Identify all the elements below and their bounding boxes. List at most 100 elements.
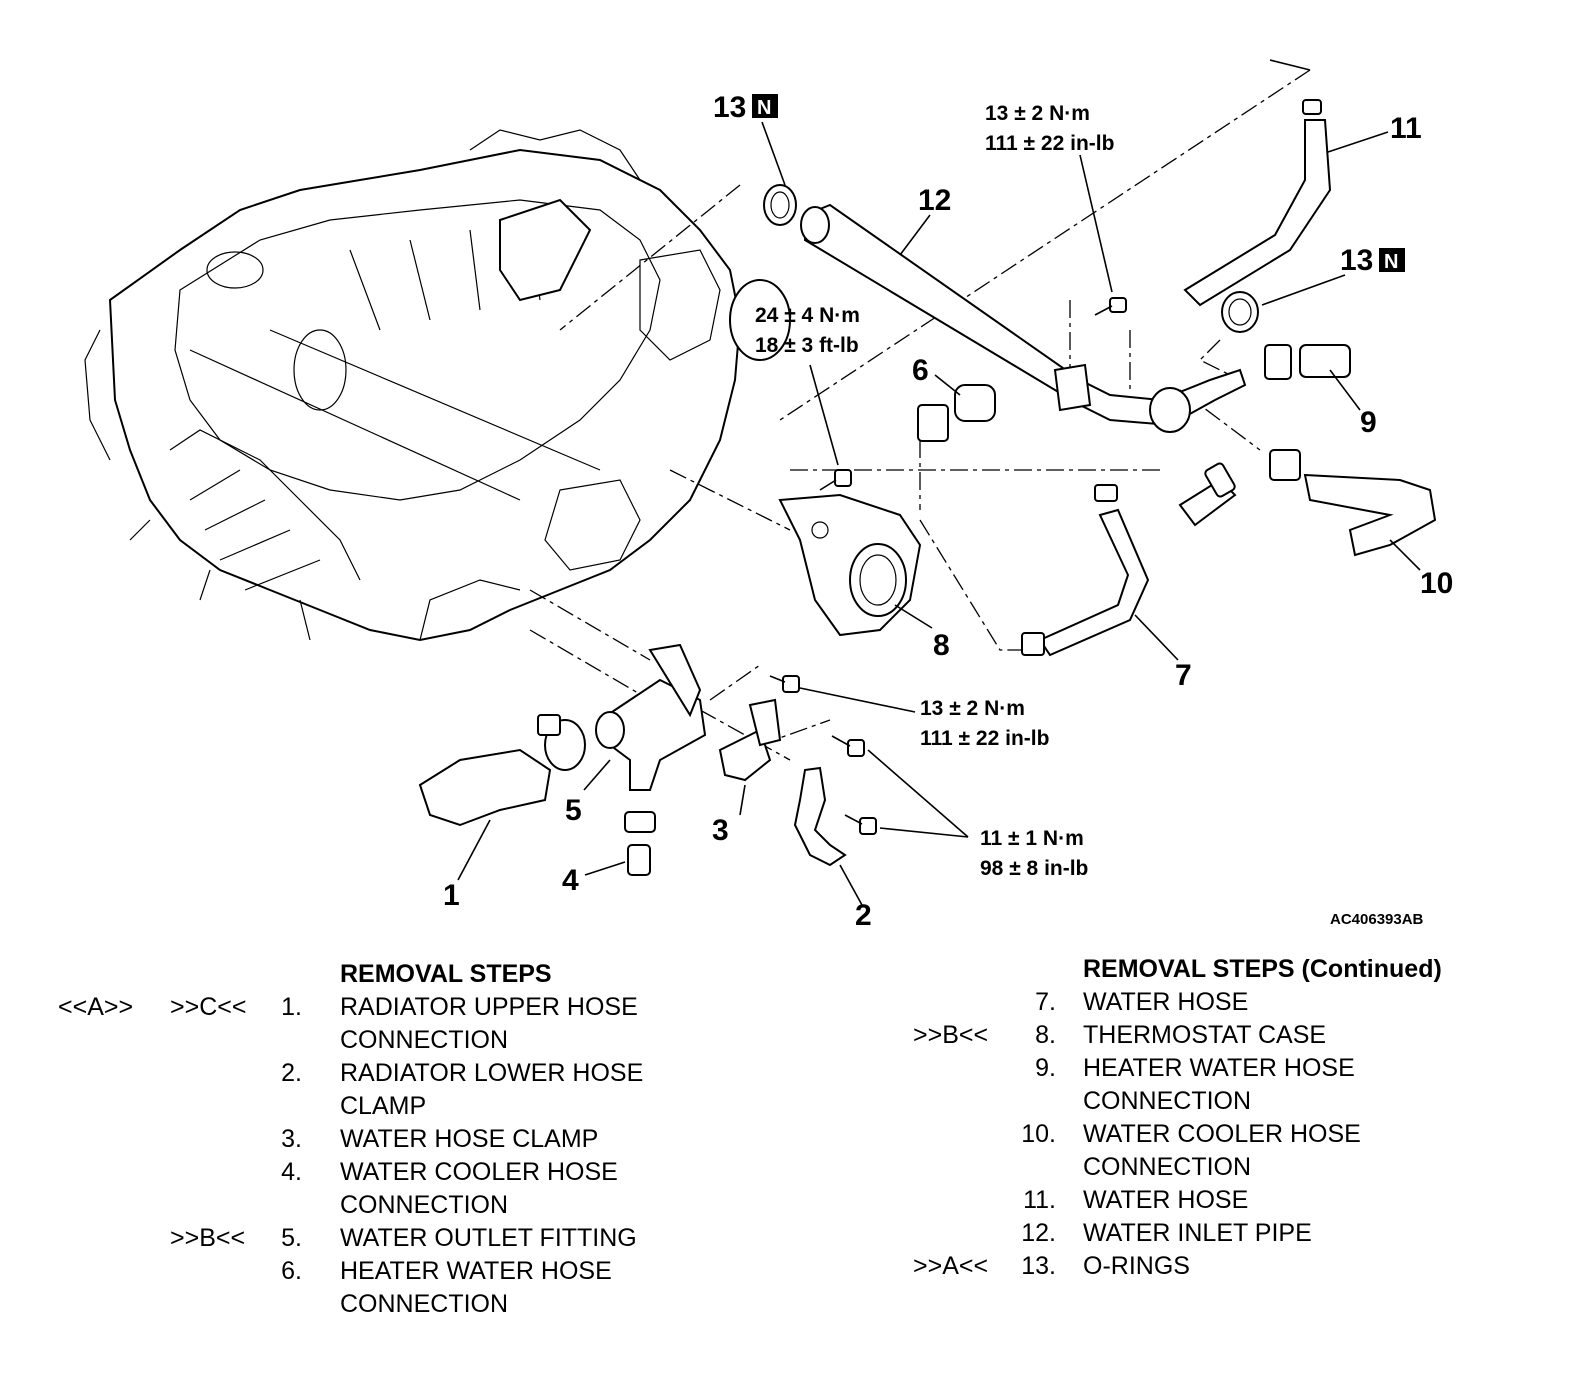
step-number: 1. — [281, 993, 302, 1021]
water-cooler-hose-10 — [1269, 449, 1437, 557]
label-part-13-upper: 13 — [713, 91, 746, 124]
step-text: WATER COOLER HOSE — [1083, 1120, 1361, 1148]
heater-hose-9 — [1264, 344, 1351, 380]
thermostat-case — [778, 493, 922, 637]
figure-id: AC406393AB — [1330, 911, 1424, 928]
removal-step-row: CONNECTION — [780, 1151, 1580, 1184]
removal-steps-continued-heading: REMOVAL STEPS (Continued) — [1083, 955, 1442, 983]
label-part-1: 1 — [443, 879, 460, 912]
step-text: WATER OUTLET FITTING — [340, 1224, 637, 1252]
water-cooler-hose-4 — [624, 811, 656, 876]
bolt-thermostat — [819, 469, 852, 491]
step-code: >>C<< — [170, 993, 247, 1021]
step-text: CONNECTION — [340, 1191, 509, 1219]
engine-assembly — [84, 129, 791, 642]
step-text: CONNECTION — [1083, 1153, 1252, 1181]
removal-step-row: CONNECTION — [780, 1085, 1580, 1118]
step-text: CONNECTION — [340, 1026, 509, 1054]
step-code: >>B<< — [170, 1224, 246, 1252]
torque-clamp-nm: 11 ± 1 N·m — [980, 827, 1084, 850]
label-part-8: 8 — [933, 629, 950, 662]
torque-low-nm: 13 ± 2 N·m — [920, 697, 1025, 720]
step-text: WATER HOSE CLAMP — [340, 1125, 599, 1153]
label-part-4: 4 — [562, 864, 579, 897]
heater-hose-6 — [917, 384, 996, 442]
removal-steps-right-list: 7. WATER HOSE >>B<< 8. THERMOSTAT CASE 9. HEAT… — [780, 986, 1580, 1283]
label-part-5: 5 — [565, 794, 582, 827]
svg-text:N: N — [757, 97, 771, 119]
step-number: 8. — [1035, 1021, 1056, 1049]
label-part-11: 11 — [1390, 112, 1422, 145]
removal-step-row: 9. HEATER WATER HOSE — [780, 1052, 1580, 1085]
label-part-12: 12 — [918, 184, 951, 217]
leader-lines — [457, 59, 1421, 906]
step-number: 3. — [281, 1125, 302, 1153]
torque-mid-ftlb: 18 ± 3 ft-lb — [755, 334, 859, 357]
step-text: HEATER WATER HOSE — [340, 1257, 612, 1285]
water-hose-11 — [1183, 99, 1332, 307]
exploded-view-diagram: 1 2 3 4 5 6 7 8 9 10 11 12 13 N 13 N 13 … — [84, 59, 1453, 932]
step-number: 4. — [281, 1158, 302, 1186]
torque-top-inlb: 111 ± 22 in-lb — [985, 132, 1114, 155]
removal-step-row: 4. WATER COOLER HOSE — [0, 1156, 760, 1189]
label-part-13-right: 13 — [1340, 244, 1373, 277]
water-hose-clamp — [718, 698, 782, 782]
removal-step-row: 3. WATER HOSE CLAMP — [0, 1123, 760, 1156]
step-text: WATER INLET PIPE — [1083, 1219, 1312, 1247]
bolt-outlet — [769, 675, 800, 693]
removal-step-row: 12. WATER INLET PIPE — [780, 1217, 1580, 1250]
bolt-clamp-upper — [831, 735, 865, 757]
radiator-lower-hose-clamp — [793, 766, 847, 867]
removal-step-row: 2. RADIATOR LOWER HOSE — [0, 1057, 760, 1090]
label-part-7: 7 — [1175, 659, 1192, 692]
step-text: CLAMP — [340, 1092, 427, 1120]
water-hose-7 — [1021, 484, 1150, 657]
step-text: WATER HOSE — [1083, 988, 1249, 1016]
step-code-a: <<A>> — [58, 993, 134, 1021]
step-code: >>A<< — [913, 1252, 989, 1280]
svg-text:N: N — [1384, 251, 1398, 273]
torque-low-inlb: 111 ± 22 in-lb — [920, 727, 1049, 750]
removal-steps-heading: REMOVAL STEPS — [340, 960, 552, 988]
step-code: >>B<< — [913, 1021, 989, 1049]
water-outlet-fitting — [595, 643, 707, 791]
radiator-upper-hose — [418, 714, 586, 827]
step-number: 13. — [1021, 1252, 1056, 1280]
removal-step-row: CONNECTION — [0, 1024, 760, 1057]
bolt-clamp-lower — [844, 814, 877, 835]
label-part-9: 9 — [1360, 406, 1377, 439]
new-part-icon-right: N — [1379, 248, 1405, 273]
removal-step-row: 11. WATER HOSE — [780, 1184, 1580, 1217]
step-text: O-RINGS — [1083, 1252, 1190, 1280]
step-number: 6. — [281, 1257, 302, 1285]
step-number: 10. — [1021, 1120, 1056, 1148]
step-number: 9. — [1035, 1054, 1056, 1082]
label-part-6: 6 — [912, 354, 929, 387]
removal-step-row: 7. WATER HOSE — [780, 986, 1580, 1019]
step-number: 2. — [281, 1059, 302, 1087]
step-number: 11. — [1023, 1186, 1056, 1214]
step-text: RADIATOR LOWER HOSE — [340, 1059, 644, 1087]
removal-step-row: <<A>> >>C<< 1. RADIATOR UPPER HOSE — [0, 991, 760, 1024]
label-part-2: 2 — [855, 899, 872, 932]
step-text: HEATER WATER HOSE — [1083, 1054, 1355, 1082]
o-ring-right — [1221, 291, 1259, 333]
torque-mid-nm: 24 ± 4 N·m — [755, 304, 860, 327]
step-text: CONNECTION — [1083, 1087, 1252, 1115]
step-text: CONNECTION — [340, 1290, 509, 1318]
water-inlet-pipe — [800, 203, 1247, 433]
step-number: 5. — [281, 1224, 302, 1252]
step-number: 7. — [1035, 988, 1056, 1016]
step-number: 12. — [1021, 1219, 1056, 1247]
step-text: THERMOSTAT CASE — [1083, 1021, 1327, 1049]
removal-step-row: >>B<< 5. WATER OUTLET FITTING — [0, 1222, 760, 1255]
label-part-10: 10 — [1420, 567, 1453, 600]
removal-step-row: >>B<< 8. THERMOSTAT CASE — [780, 1019, 1580, 1052]
step-text: RADIATOR UPPER HOSE — [340, 993, 638, 1021]
removal-step-row: CONNECTION — [0, 1288, 760, 1321]
coolant-fitting — [1178, 462, 1237, 527]
step-text: WATER HOSE — [1083, 1186, 1249, 1214]
step-text: WATER COOLER HOSE — [340, 1158, 618, 1186]
removal-step-row: 10. WATER COOLER HOSE — [780, 1118, 1580, 1151]
removal-steps-left-list: <<A>> >>C<< 1. RADIATOR UPPER HOSE CONNECTIO… — [0, 991, 760, 1321]
